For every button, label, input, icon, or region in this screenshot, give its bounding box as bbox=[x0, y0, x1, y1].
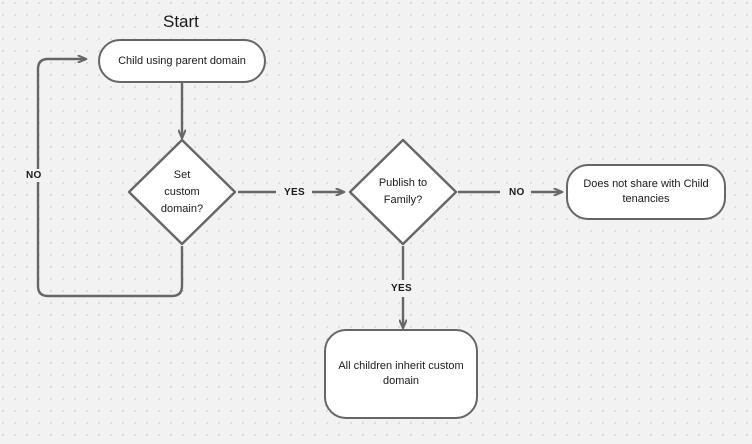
node-inherit-custom-domain-label: All children inherit custom domain bbox=[338, 360, 464, 387]
node-start[interactable]: Child using parent domain bbox=[98, 39, 266, 83]
node-set-custom-domain[interactable]: Set custom domain? bbox=[126, 137, 238, 247]
edge-label-publish-to-family-yes: YES bbox=[388, 282, 415, 295]
node-no-share[interactable]: Does not share with Child tenancies bbox=[566, 164, 726, 220]
page-title: Start bbox=[163, 12, 199, 31]
diamond-shape bbox=[127, 138, 237, 246]
edge-label-publish-to-family-no: NO bbox=[506, 186, 528, 199]
node-start-label: Child using parent domain bbox=[118, 54, 246, 67]
edge-label-set-custom-domain-yes: YES bbox=[281, 186, 308, 199]
diamond-shape bbox=[348, 138, 458, 246]
node-inherit-custom-domain[interactable]: All children inherit custom domain bbox=[324, 329, 478, 419]
node-no-share-label: Does not share with Child tenancies bbox=[583, 178, 709, 205]
edge-label-set-custom-domain-no: NO bbox=[23, 169, 45, 182]
node-publish-to-family[interactable]: Publish to Family? bbox=[347, 137, 459, 247]
node-set-custom-domain-label: Set custom domain? bbox=[160, 168, 204, 215]
node-publish-to-family-label: Publish to Family? bbox=[378, 177, 428, 206]
